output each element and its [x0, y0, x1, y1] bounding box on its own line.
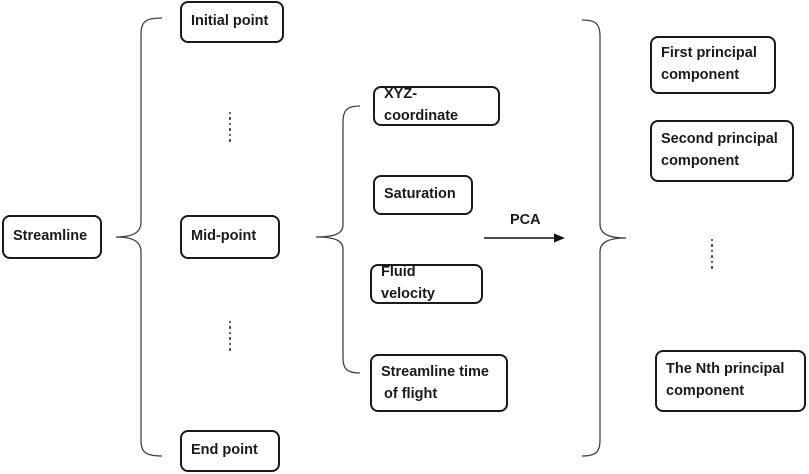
first-component-line1: First principal [661, 45, 757, 61]
time-of-flight-box: Streamline time of flight [370, 354, 508, 412]
nth-component-box: The Nth principal component [655, 350, 806, 412]
ellipsis-upper [229, 112, 233, 145]
saturation-box: Saturation [373, 175, 473, 215]
second-component-line1: Second principal [661, 131, 778, 147]
time-of-flight-label-line2: of flight [384, 385, 438, 402]
streamline-box: Streamline [2, 215, 102, 259]
first-component-box: First principal component [650, 36, 776, 94]
nth-component-line1: The Nth principal [666, 361, 785, 377]
xyz-coordinate-box: XYZ-coordinate [373, 86, 500, 126]
nth-component-line2: component [666, 382, 745, 399]
time-of-flight-label-line1: Streamline time [381, 364, 489, 380]
mid-point-box: Mid-point [180, 215, 280, 259]
ellipsis-lower [229, 321, 233, 354]
brace-components [581, 19, 627, 457]
second-component-box: Second principal component [650, 120, 794, 182]
brace-points [115, 17, 163, 457]
fluid-velocity-box: Fluid velocity [370, 264, 483, 304]
end-point-label: End point [191, 442, 258, 459]
streamline-label: Streamline [13, 228, 88, 245]
initial-point-label: Initial point [191, 13, 269, 30]
brace-features [315, 105, 361, 374]
saturation-label: Saturation [384, 186, 456, 203]
first-component-line2: component [661, 66, 740, 83]
xyz-coordinate-label: XYZ-coordinate [384, 86, 459, 124]
ellipsis-components [711, 239, 715, 272]
pca-arrow-head [554, 233, 565, 243]
initial-point-box: Initial point [180, 1, 284, 43]
mid-point-label: Mid-point [191, 228, 257, 245]
fluid-velocity-label: Fluid velocity [381, 264, 435, 302]
second-component-line2: component [661, 152, 740, 169]
pca-label: PCA [510, 212, 541, 228]
end-point-box: End point [180, 430, 280, 472]
